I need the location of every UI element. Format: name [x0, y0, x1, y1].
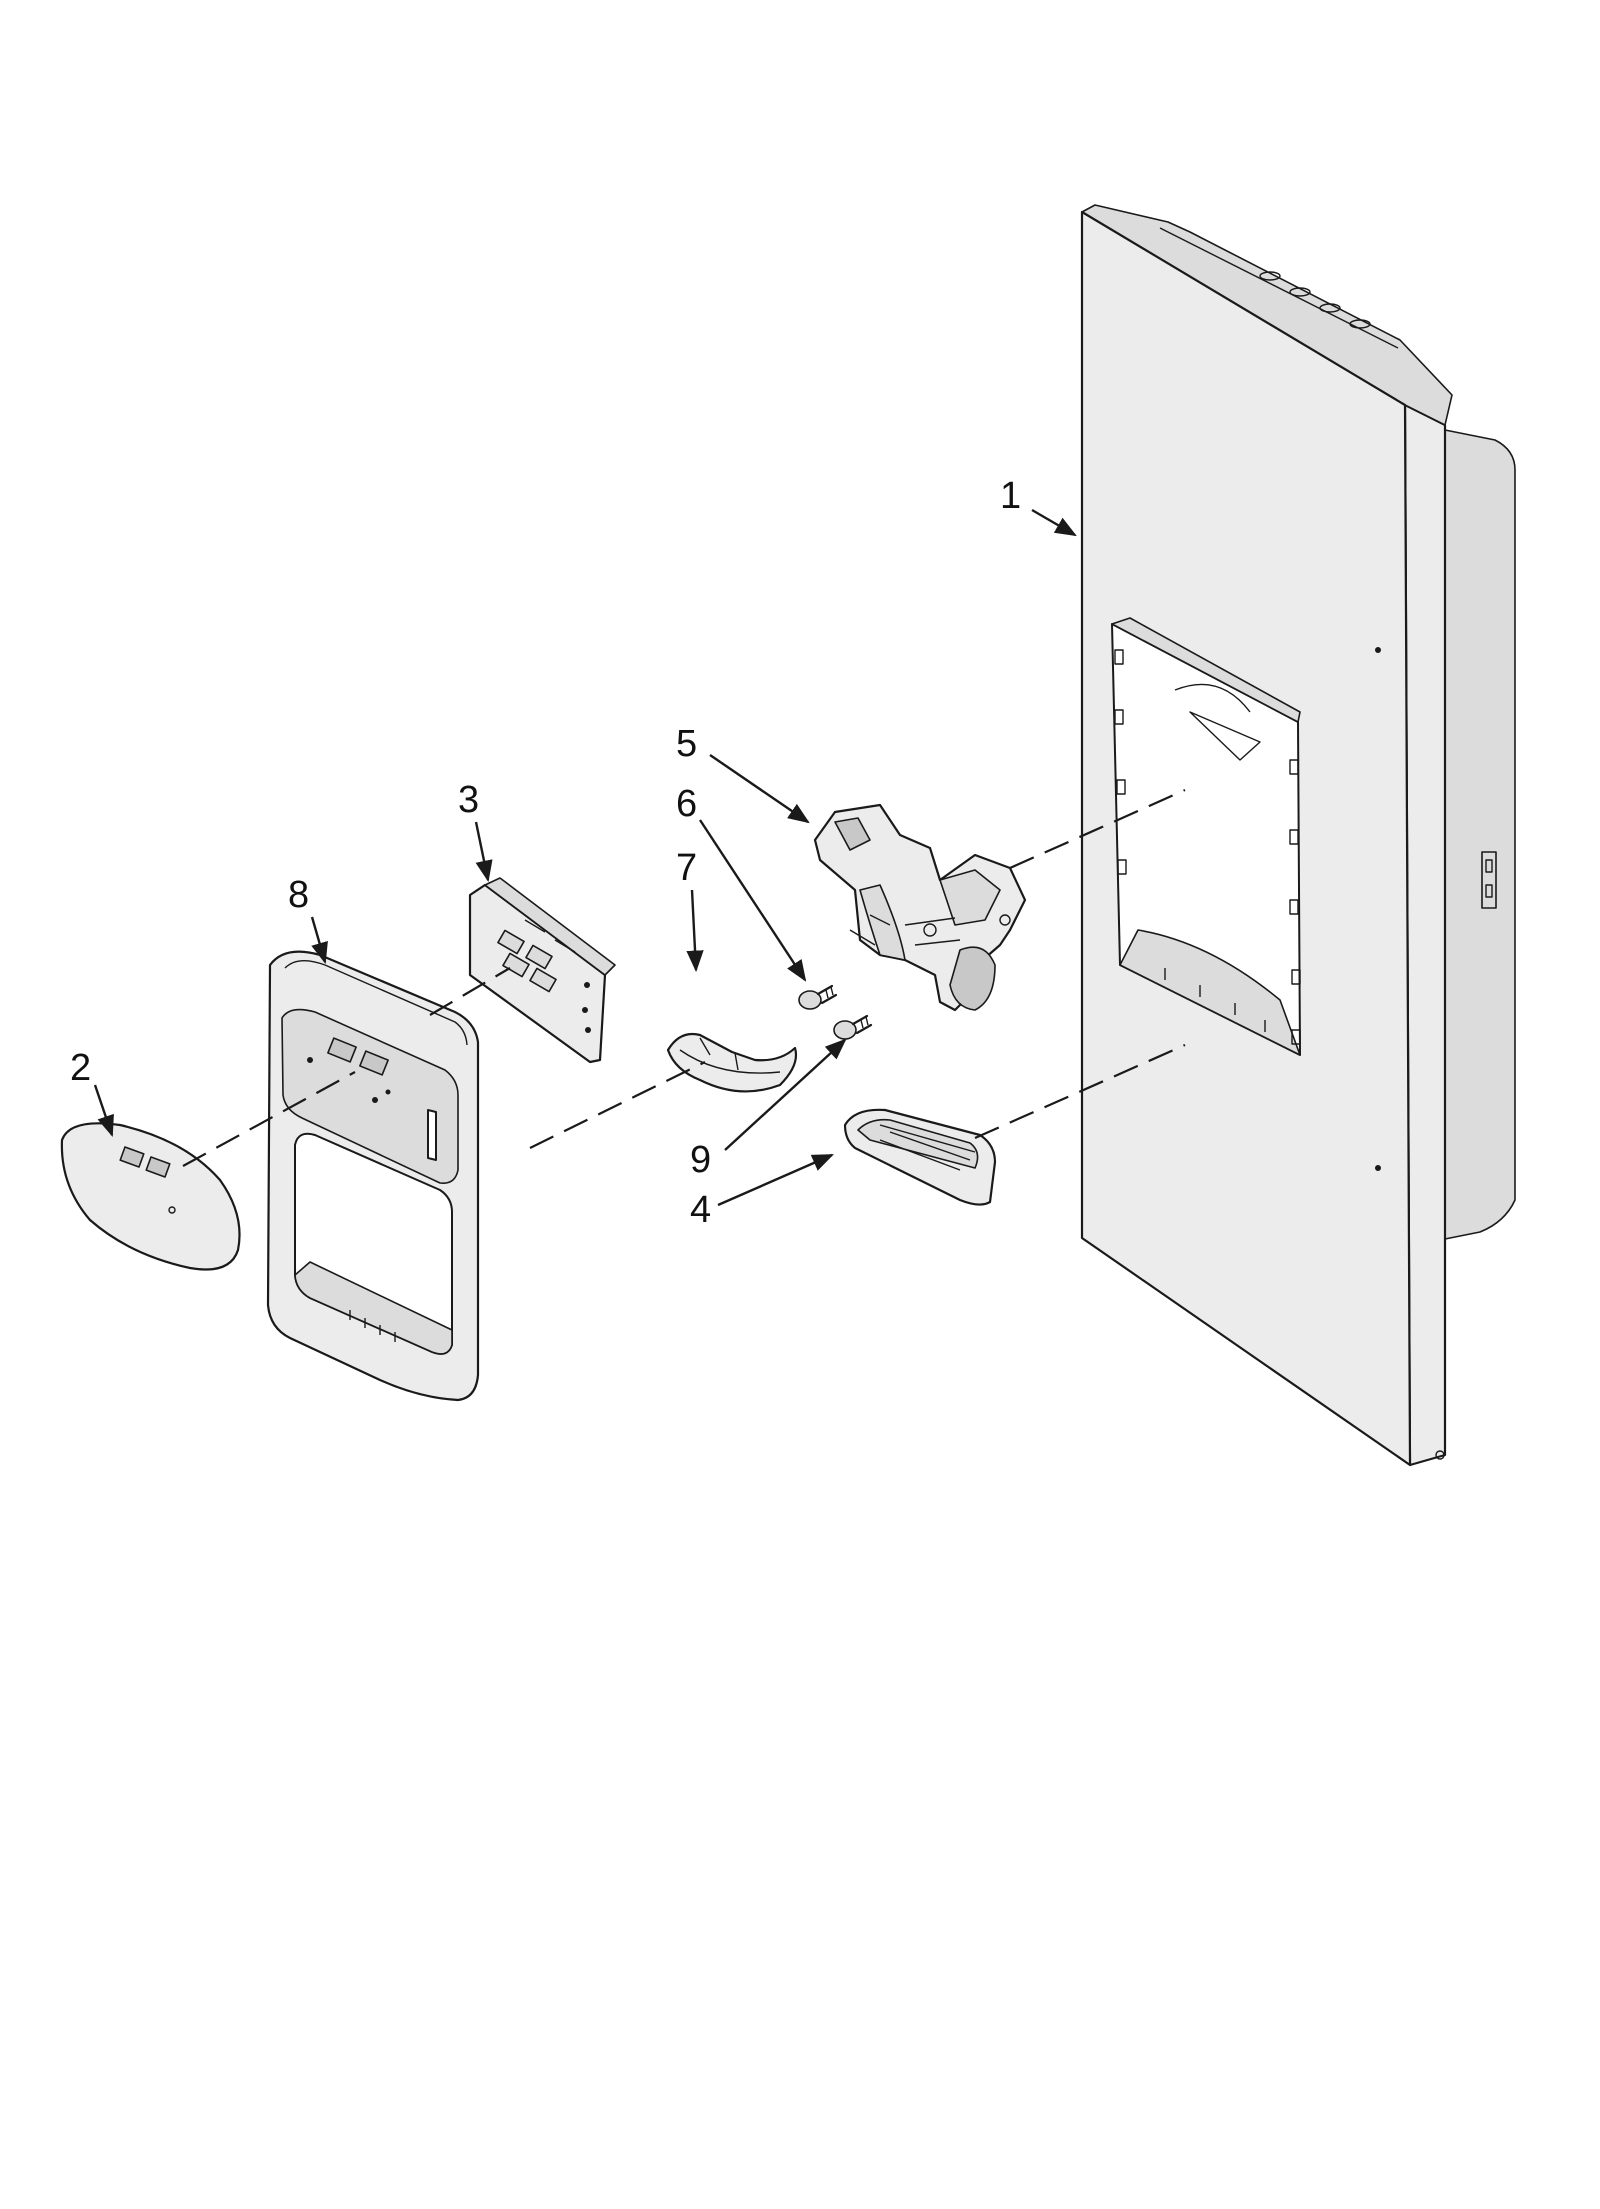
- callout-numbers: 1 2 3 4 5 6 7 8 9: [70, 475, 1021, 1231]
- opening-clips: [1114, 649, 1301, 1045]
- callout-6: 6: [676, 783, 697, 825]
- screw-9: [833, 1014, 873, 1040]
- curved-arm: [666, 1032, 798, 1093]
- callout-2: 2: [70, 1047, 91, 1089]
- circuit-board: [468, 877, 616, 1064]
- callout-8: 8: [288, 874, 309, 916]
- top-rim-slots: [1259, 271, 1371, 329]
- callout-1: 1: [1000, 475, 1021, 517]
- callout-7: 7: [676, 847, 697, 889]
- oval-label-panel: [60, 1122, 241, 1271]
- callout-4: 4: [690, 1189, 711, 1231]
- drip-tray: [843, 1108, 997, 1206]
- assembly-lines: [182, 788, 1186, 1167]
- callout-arrows: [93, 508, 1077, 1207]
- callout-3: 3: [458, 779, 479, 821]
- door-panel: [1080, 204, 1516, 1467]
- callout-9: 9: [690, 1139, 711, 1181]
- callout-5: 5: [676, 723, 697, 765]
- dispenser-actuator: [813, 803, 1027, 1012]
- dispenser-faceplate: [266, 950, 480, 1402]
- screw-6: [798, 984, 838, 1010]
